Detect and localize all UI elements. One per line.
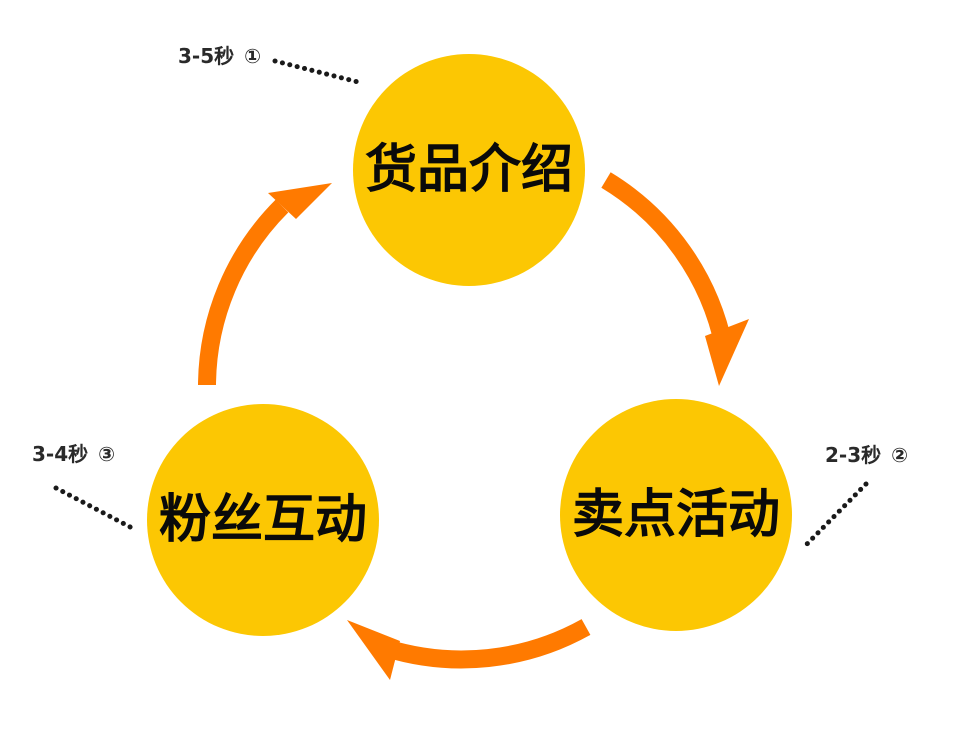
step-marker: ① — [244, 44, 262, 68]
duration-text: 3-4秒 — [32, 442, 89, 466]
arrow-fans-to-product — [198, 183, 332, 386]
duration-text: 3-5秒 — [178, 44, 235, 68]
duration-note-2: 2-3秒 ② — [825, 445, 908, 465]
duration-note-1: 3-5秒 ① — [178, 46, 261, 66]
dotted-leader-2 — [803, 481, 869, 548]
node-label: 卖点活动 — [571, 485, 780, 545]
node-product-intro: 货品介绍 — [353, 54, 585, 286]
arrow-product-to-selling — [601, 172, 749, 386]
step-marker: ③ — [98, 442, 116, 466]
step-marker: ② — [891, 443, 909, 467]
node-fan-interaction: 粉丝互动 — [147, 404, 379, 636]
duration-text: 2-3秒 — [825, 443, 882, 467]
node-label: 粉丝互动 — [158, 490, 367, 550]
duration-note-3: 3-4秒 ③ — [32, 444, 115, 464]
node-selling-activity: 卖点活动 — [560, 399, 792, 631]
dotted-leader-3 — [53, 485, 137, 532]
arrow-selling-to-fans — [347, 619, 591, 680]
dotted-leader-1 — [272, 58, 365, 86]
node-label: 货品介绍 — [364, 140, 573, 200]
